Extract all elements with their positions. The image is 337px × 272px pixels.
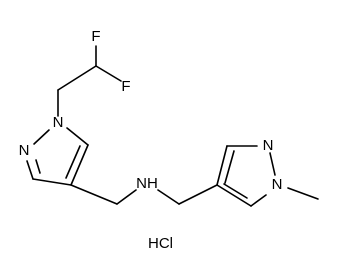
bond-c5-c4-right xyxy=(216,184,252,207)
bond-c5-c4-left-double xyxy=(65,145,81,179)
bond-ch2-chf2 xyxy=(57,65,97,91)
atom-f-top: F xyxy=(91,28,100,45)
bond-ch2-c4-right xyxy=(178,184,218,205)
bond-chf2-f-right xyxy=(95,65,122,82)
atom-nh-amine: NH xyxy=(136,175,158,192)
bond-c3-n2-left xyxy=(26,160,34,180)
bond-c4-ch2-left xyxy=(70,184,118,205)
bond-n1-c5-right xyxy=(250,194,267,207)
bond-c3-n2-left-double xyxy=(35,159,41,174)
bond-c4-c3-right xyxy=(216,145,228,186)
bond-n1-c5-left xyxy=(66,127,89,146)
bond-ch2-nh-left xyxy=(116,189,137,205)
salt-label: HCl xyxy=(148,235,173,252)
bond-n1-methyl xyxy=(287,187,319,200)
atom-n2-right-ring: N xyxy=(263,137,274,154)
atom-n1-right-ring: N xyxy=(272,176,283,193)
bond-n2-n1-left xyxy=(33,129,50,145)
bond-nh-ch2-right xyxy=(157,189,180,205)
bond-c4-c3-left xyxy=(32,178,72,186)
atom-n2-left-ring: N xyxy=(19,142,30,159)
bond-n2-n1-right xyxy=(269,152,276,176)
atom-f-right: F xyxy=(121,78,130,95)
bond-c4-c3-right-double xyxy=(224,150,235,184)
atom-n1-left-ring: N xyxy=(53,114,64,131)
bond-c5-c4-right-double xyxy=(223,183,248,199)
bond-c5-c4-left xyxy=(70,144,89,186)
